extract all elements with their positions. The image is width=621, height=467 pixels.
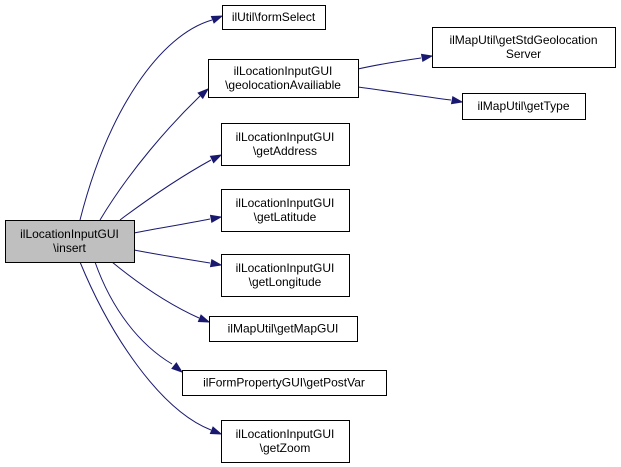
node-box [221, 123, 350, 166]
node-label-line: ilLocationInputGUI [236, 196, 335, 210]
edge-line [79, 261, 212, 431]
node-label-line: ilUtil\formSelect [232, 10, 316, 24]
edge-insert-getMapGUI [111, 261, 211, 323]
edge-line [133, 249, 211, 264]
node-label-line: \getLongitude [249, 275, 322, 289]
node-getType[interactable]: ilMapUtil\getType [462, 93, 586, 120]
edge-line [94, 261, 173, 365]
node-label-line: Server [506, 47, 541, 61]
edge-geoAvail-stdGeoServer [357, 53, 434, 70]
edge-insert-getLatitude [133, 214, 223, 234]
edge-line [357, 86, 452, 101]
node-box [221, 189, 350, 232]
node-label-line: ilLocationInputGUI [234, 64, 333, 78]
edge-line [133, 218, 211, 234]
node-box [221, 420, 350, 463]
edge-insert-formSelect [79, 15, 224, 221]
edge-insert-getLongitude [133, 249, 223, 268]
arrow-head [209, 154, 223, 164]
node-label-line: \getLatitude [254, 210, 317, 224]
node-getLongitude[interactable]: ilLocationInputGUI\getLongitude [221, 254, 350, 297]
node-formSelect[interactable]: ilUtil\formSelect [222, 5, 326, 30]
node-box [208, 59, 359, 98]
edge-insert-getAddress [119, 154, 223, 221]
node-box [182, 370, 387, 396]
arrow-head [209, 258, 223, 268]
edge-insert-geoAvail [99, 88, 210, 221]
node-geoAvail[interactable]: ilLocationInputGUI\geolocationAvailiable [208, 59, 359, 98]
node-label-line: \insert [53, 241, 86, 255]
node-getAddress[interactable]: ilLocationInputGUI\getAddress [221, 123, 350, 166]
arrow-head [210, 15, 224, 24]
node-label-line: ilLocationInputGUI [20, 227, 119, 241]
node-getPostVar[interactable]: ilFormPropertyGUI\getPostVar [182, 370, 387, 396]
edge-line [119, 159, 212, 221]
arrow-head [209, 214, 223, 224]
node-label-line: ilMapUtil\getMapGUI [228, 322, 339, 336]
node-label-line: ilFormPropertyGUI\getPostVar [203, 376, 365, 390]
node-label-line: ilLocationInputGUI [236, 261, 335, 275]
edges-layer [79, 15, 464, 435]
edge-line [111, 261, 200, 319]
edge-geoAvail-getType [357, 86, 464, 105]
arrow-head [197, 88, 210, 100]
edge-insert-getPostVar [94, 261, 184, 373]
node-box [5, 220, 135, 263]
arrow-head [171, 362, 184, 373]
node-box [462, 93, 586, 120]
edge-line [99, 95, 201, 221]
arrow-head [209, 426, 223, 435]
node-label-line: ilMapUtil\getStdGeolocation [449, 33, 597, 47]
node-getMapGUI[interactable]: ilMapUtil\getMapGUI [209, 316, 358, 342]
node-label-line: \getZoom [260, 441, 311, 455]
node-label-line: ilLocationInputGUI [236, 427, 335, 441]
node-label-line: \getAddress [253, 144, 317, 158]
node-box [221, 254, 350, 297]
node-box [222, 5, 326, 30]
edge-line [79, 19, 213, 221]
arrow-head [420, 53, 434, 63]
node-getZoom[interactable]: ilLocationInputGUI\getZoom [221, 420, 350, 463]
node-box [209, 316, 358, 342]
node-label-line: ilLocationInputGUI [236, 130, 335, 144]
nodes-layer: ilLocationInputGUI\insertilUtil\formSele… [5, 5, 616, 463]
node-getLatitude[interactable]: ilLocationInputGUI\getLatitude [221, 189, 350, 232]
edge-line [357, 57, 422, 70]
edge-insert-getZoom [79, 261, 223, 435]
node-label-line: ilMapUtil\getType [477, 99, 569, 113]
arrow-head [450, 95, 464, 105]
node-label-line: \geolocationAvailiable [225, 78, 341, 92]
arrow-head [197, 314, 211, 323]
node-box [432, 27, 616, 68]
node-insert[interactable]: ilLocationInputGUI\insert [5, 220, 135, 263]
